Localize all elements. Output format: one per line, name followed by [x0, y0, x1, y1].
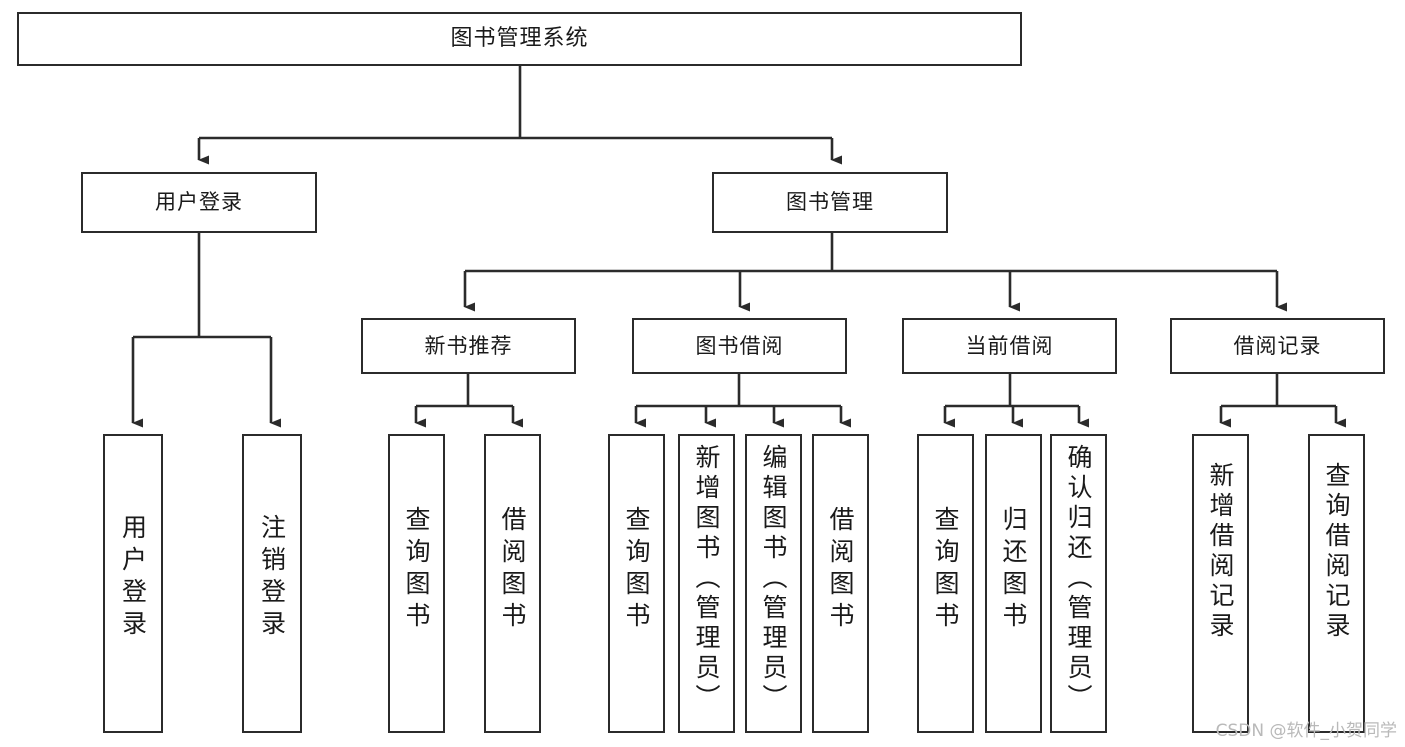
leaf-query-borrow-record[interactable]: 查询借阅记录 [1308, 434, 1365, 733]
leaf-confirm-return-admin[interactable]: 确认归还（管理员） [1050, 434, 1107, 733]
node-user-login[interactable]: 用户登录 [81, 172, 317, 233]
leaf-user-login[interactable]: 用户登录 [103, 434, 163, 733]
node-label: 借阅图书 [826, 506, 855, 634]
node-label: 借阅记录 [1233, 333, 1322, 358]
leaf-add-book-admin[interactable]: 新增图书（管理员） [678, 434, 735, 733]
node-book-borrow[interactable]: 图书借阅 [632, 318, 847, 374]
node-current-borrow[interactable]: 当前借阅 [902, 318, 1117, 374]
node-label: 查询图书 [402, 506, 431, 634]
leaf-return-book[interactable]: 归还图书 [985, 434, 1042, 733]
node-label: 查询图书 [622, 506, 651, 634]
node-label: 图书管理系统 [450, 26, 589, 52]
node-root-book-management-system[interactable]: 图书管理系统 [17, 12, 1022, 66]
node-label: 确认归还（管理员） [1064, 444, 1093, 714]
node-label: 图书管理 [786, 190, 874, 215]
leaf-query-book-current[interactable]: 查询图书 [917, 434, 974, 733]
leaf-borrow-book-recommend[interactable]: 借阅图书 [484, 434, 541, 733]
node-book-management[interactable]: 图书管理 [712, 172, 948, 233]
node-label: 新书推荐 [424, 333, 513, 358]
node-label: 用户登录 [118, 514, 148, 642]
node-label: 查询借阅记录 [1322, 462, 1351, 642]
leaf-query-book-borrow[interactable]: 查询图书 [608, 434, 665, 733]
node-label: 编辑图书（管理员） [759, 444, 788, 714]
node-label: 注销登录 [257, 514, 287, 642]
leaf-query-book-recommend[interactable]: 查询图书 [388, 434, 445, 733]
node-label: 用户登录 [155, 190, 243, 215]
leaf-borrow-book[interactable]: 借阅图书 [812, 434, 869, 733]
node-label: 图书借阅 [695, 333, 784, 358]
leaf-logout[interactable]: 注销登录 [242, 434, 302, 733]
node-label: 归还图书 [999, 506, 1028, 634]
leaf-add-borrow-record[interactable]: 新增借阅记录 [1192, 434, 1249, 733]
leaf-edit-book-admin[interactable]: 编辑图书（管理员） [745, 434, 802, 733]
node-borrow-record[interactable]: 借阅记录 [1170, 318, 1385, 374]
node-label: 查询图书 [931, 506, 960, 634]
node-label: 当前借阅 [965, 333, 1054, 358]
node-new-book-recommend[interactable]: 新书推荐 [361, 318, 576, 374]
node-label: 新增借阅记录 [1206, 462, 1235, 642]
node-label: 借阅图书 [498, 506, 527, 634]
node-label: 新增图书（管理员） [692, 444, 721, 714]
